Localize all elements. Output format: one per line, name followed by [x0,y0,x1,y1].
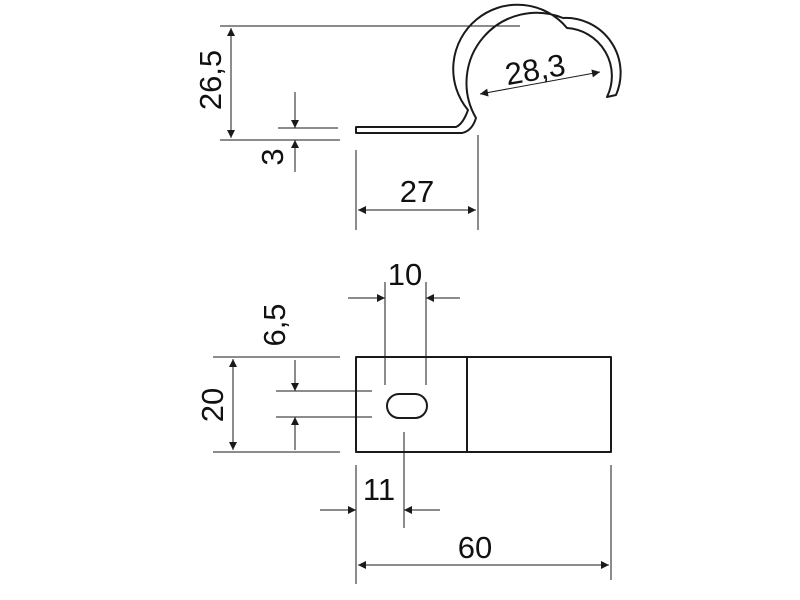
plan-view: 10 6,5 20 11 60 [195,257,612,584]
strap-outline [355,356,612,453]
dim-center-offset: 27 [400,174,434,209]
dim-line-diameter [479,69,601,97]
clip-profile [355,3,622,134]
dim-slot-position: 11 [363,472,395,507]
dim-slot-width: 10 [388,257,422,292]
dim-height-total: 26,5 [193,50,228,110]
side-view: 26,5 3 28,3 27 [193,3,622,230]
slot [386,393,428,419]
dim-slot-height: 6,5 [257,303,292,346]
dim-bore-diameter: 28,3 [502,47,568,92]
dim-thickness: 3 [255,148,290,165]
dim-strap-width: 20 [195,388,230,422]
dim-overall-length: 60 [458,530,492,565]
